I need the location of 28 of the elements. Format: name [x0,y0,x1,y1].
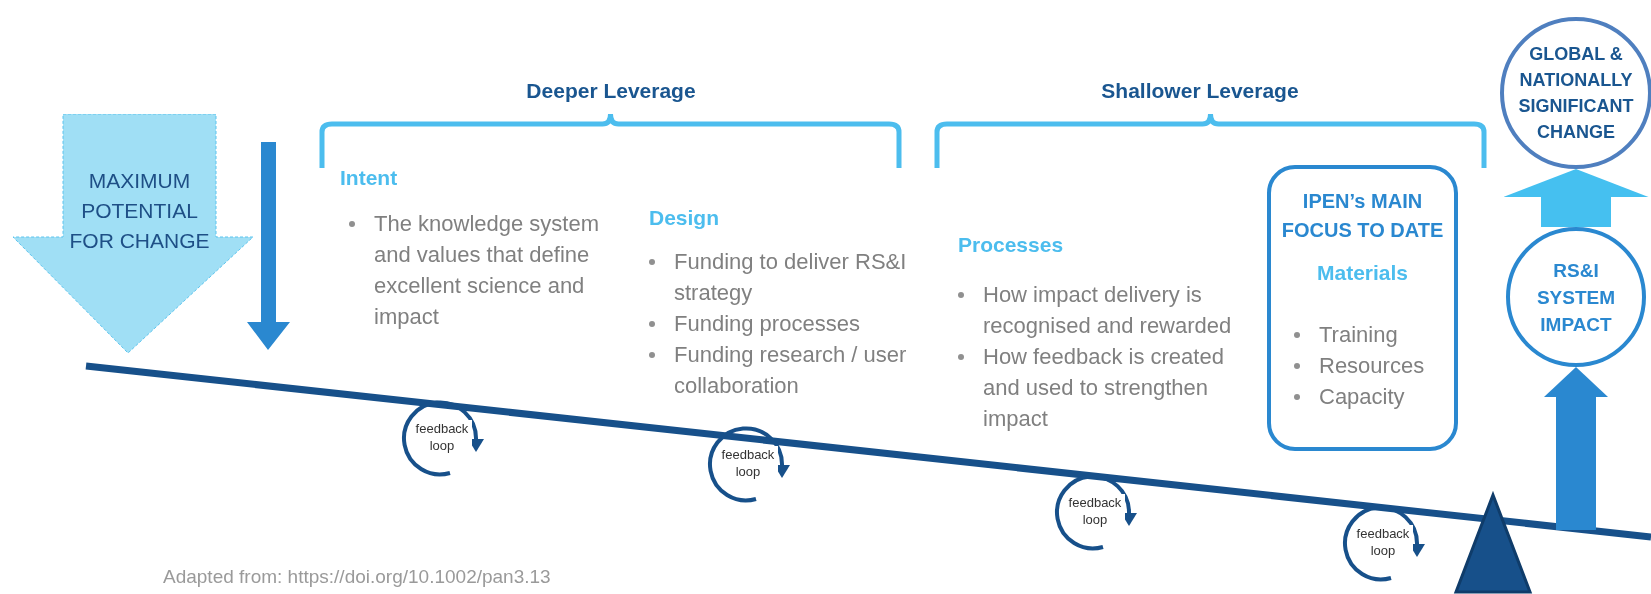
loop-label: feedback loop [1065,494,1125,528]
source-note: Adapted from: https://doi.org/10.1002/pan3.13 [163,566,551,588]
block-arrow [1544,367,1608,530]
circle-text: RS&I SYSTEM IMPACT [1535,258,1617,337]
focus-box [1267,165,1458,451]
box-heading: IPEN’s MAIN FOCUS TO DATE [1280,189,1445,243]
bullet-item: How feedback is created and used to strengthen impact [953,341,1263,434]
circle-text: GLOBAL & NATIONALLY SIGNIFICANT CHANGE [1517,43,1635,144]
block-arrow [13,114,253,354]
loop-label: feedback loop [412,420,472,454]
loop-label: feedback loop [1353,525,1413,559]
bullet-item: How impact delivery is recognised and rewarded [953,279,1283,341]
bullet-item: Capacity [1289,381,1405,412]
section-heading: Processes [958,233,1064,257]
section-heading: Materials [1315,261,1409,285]
bullet-item: Funding research / user collaboration [644,339,919,401]
bullet-item: Training [1289,319,1398,350]
bullet-item: Funding to deliver RS&I strategy [644,246,919,308]
loop-label: feedback loop [718,446,778,480]
section-title: Deeper Leverage [525,79,697,103]
section-heading: Design [649,206,719,230]
section-heading: Intent [340,166,398,190]
bullet-item: The knowledge system and values that define excellent science and impact [344,208,619,332]
section-title: Shallower Leverage [1100,79,1300,103]
arrow-text: MAXIMUM POTENTIAL FOR CHANGE [68,168,211,254]
block-arrow [1503,169,1649,227]
bullet-item: Funding processes [644,308,919,339]
bullet-item: Resources [1289,350,1425,381]
